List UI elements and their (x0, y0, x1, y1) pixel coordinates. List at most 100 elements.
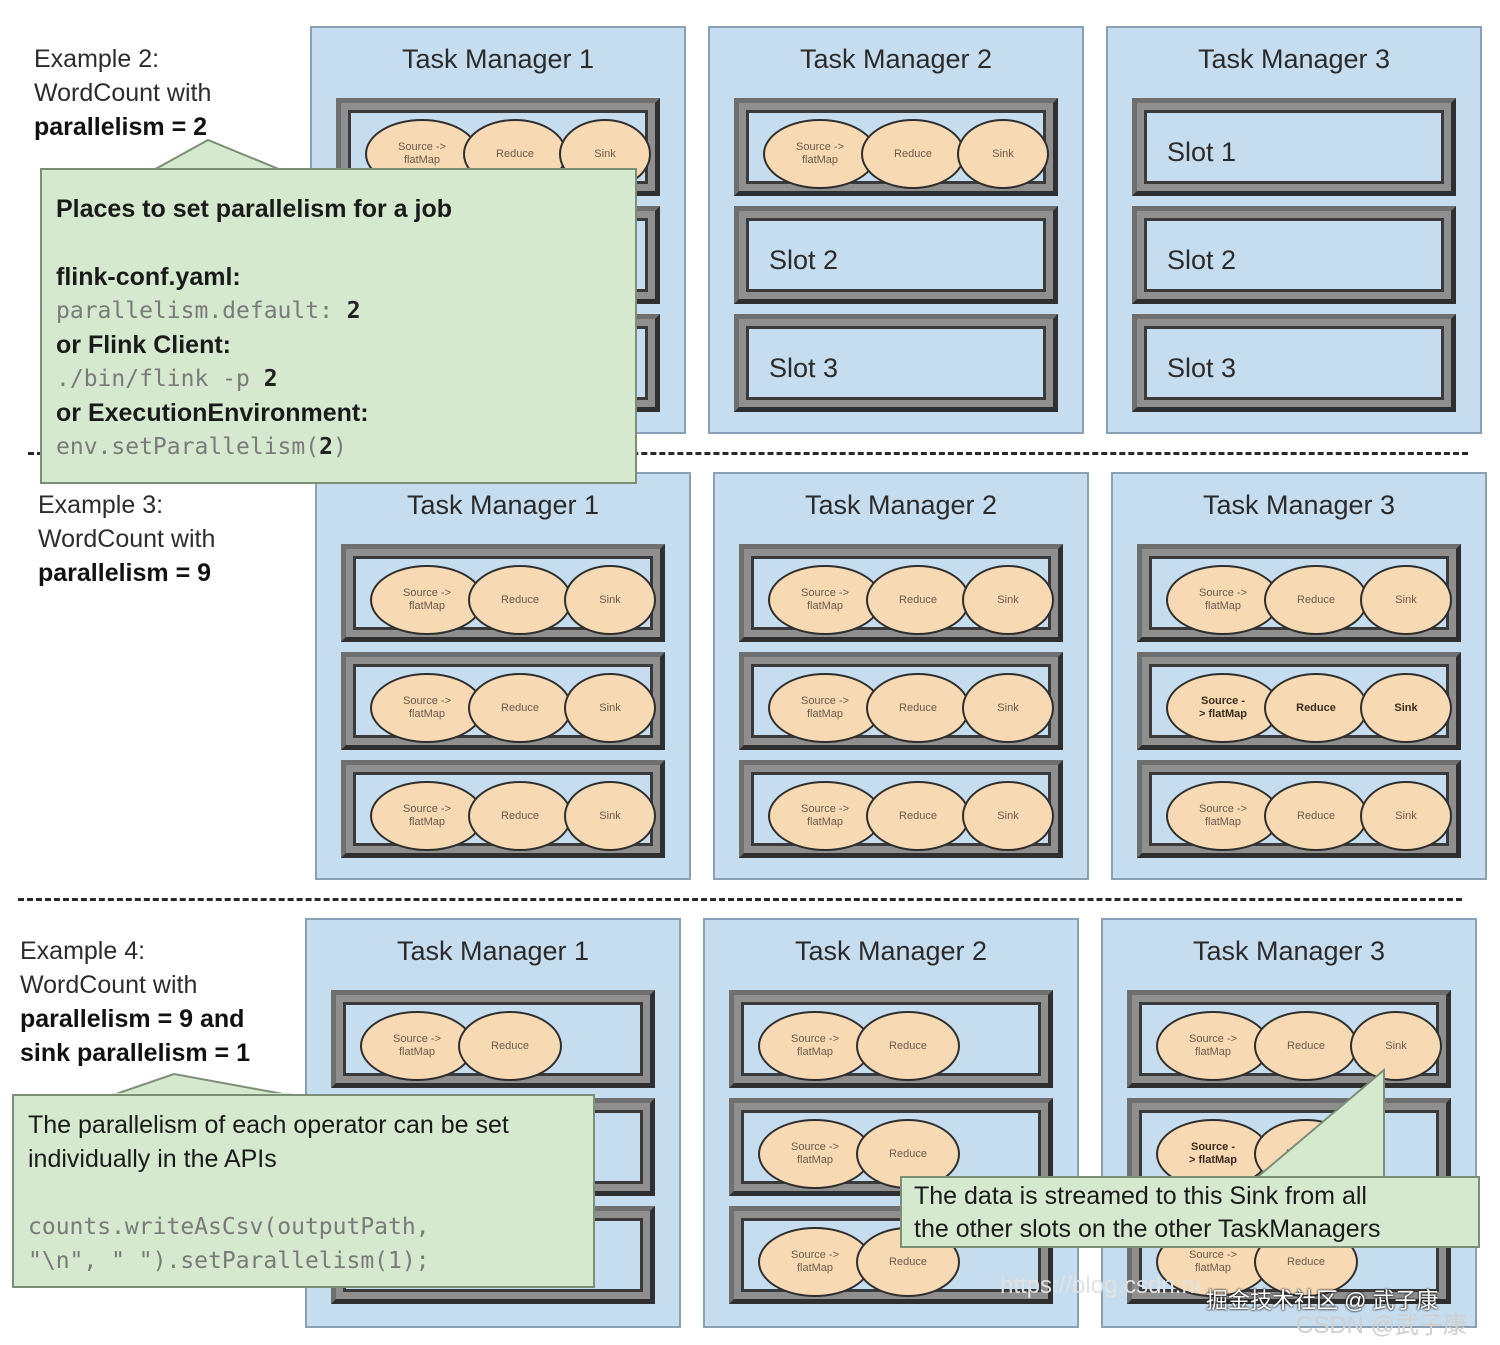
reduce-task: Reduce (861, 119, 965, 189)
source-flatmap-task: Source - > flatMap (1166, 673, 1280, 743)
task-manager-title: Task Manager 1 (396, 936, 590, 966)
sink-task: Sink (957, 119, 1049, 189)
slot-area: Slot 1 (1144, 110, 1444, 184)
slot-area: Slot 3 (746, 326, 1046, 400)
source-flatmap-task: Source -> flatMap (1166, 781, 1280, 851)
sink-task: Sink (564, 781, 656, 851)
reduce-task: Reduce (468, 781, 572, 851)
example-4-label: Example 4: WordCount with parallelism = … (20, 937, 250, 1067)
reduce-task: Reduce (458, 1011, 562, 1081)
slot-label: Slot 1 (1167, 137, 1237, 167)
source-flatmap-task: Source -> flatMap (1156, 1011, 1270, 1081)
task-manager-title: Task Manager 2 (794, 936, 988, 966)
task-manager-title: Task Manager 2 (804, 490, 998, 520)
sink-task: Sink (1350, 1011, 1442, 1081)
task-manager-3: Task Manager 3 Slot 1 Slot 2 Slot 3 (1106, 26, 1482, 434)
reduce-task: Reduce (1264, 565, 1368, 635)
sink-task: Sink (962, 565, 1054, 635)
sink-task: Sink (1360, 565, 1452, 635)
source-flatmap-task: Source -> flatMap (768, 673, 882, 743)
slot-area: Slot 2 (746, 218, 1046, 292)
reduce-task: Reduce (866, 673, 970, 743)
task-slot: Slot 1 (1132, 98, 1456, 196)
sink-task: Sink (564, 673, 656, 743)
source-flatmap-task: Source -> flatMap (768, 565, 882, 635)
source-flatmap-task: Source -> flatMap (370, 673, 484, 743)
task-manager-title: Task Manager 1 (406, 490, 600, 520)
reduce-task: Reduce (1264, 673, 1368, 743)
source-flatmap-task: Source -> flatMap (370, 565, 484, 635)
source-flatmap-task: Source -> flatMap (768, 781, 882, 851)
callout-3-pointer (1251, 1067, 1385, 1181)
slot-area: Slot 3 (1144, 326, 1444, 400)
sink-task: Sink (962, 673, 1054, 743)
slot-label: Slot 3 (769, 353, 839, 383)
config-file-label: flink-conf.yaml: (56, 263, 241, 291)
task-slot: Slot 3 (734, 314, 1058, 412)
reduce-task: Reduce (468, 565, 572, 635)
client-code: ./bin/flink -p 2 (56, 366, 278, 392)
reduce-task: Reduce (866, 565, 970, 635)
source-flatmap-task: Source -> flatMap (370, 781, 484, 851)
task-slot: Slot 2 (1132, 206, 1456, 304)
source-flatmap-task: Source -> flatMap (763, 119, 877, 189)
callout-parallelism-places: Places to set parallelism for a job flin… (40, 168, 637, 484)
task-slot: Slot 2 (734, 206, 1058, 304)
source-flatmap-task: Source -> flatMap (1166, 565, 1280, 635)
env-code: env.setParallelism(2) (56, 434, 347, 460)
env-label: or ExecutionEnvironment: (56, 399, 369, 427)
example-2-label: Example 2: WordCount with parallelism = … (34, 45, 212, 141)
sink-task: Sink (1360, 673, 1452, 743)
sink-task: Sink (962, 781, 1054, 851)
reduce-task: Reduce (1254, 1011, 1358, 1081)
source-flatmap-task: Source -> flatMap (758, 1011, 872, 1081)
task-manager-title: Task Manager 3 (1202, 490, 1396, 520)
source-flatmap-task: Source -> flatMap (758, 1227, 872, 1297)
slot-label: Slot 2 (769, 245, 839, 275)
example-3-label: Example 3: WordCount with parallelism = … (38, 491, 216, 587)
source-flatmap-task: Source -> flatMap (758, 1119, 872, 1189)
separator-1 (28, 452, 1468, 455)
csdn-watermark: CSDN @武子康 (1296, 1312, 1468, 1339)
slot-area: Slot 2 (1144, 218, 1444, 292)
callout-1-heading: Places to set parallelism for a job (56, 195, 452, 223)
callout-sink-stream: The data is streamed to this Sink from a… (900, 1176, 1480, 1248)
callout-operator-parallelism: The parallelism of each operator can be … (12, 1094, 595, 1288)
slot-label: Slot 2 (1167, 245, 1237, 275)
task-manager-title: Task Manager 1 (401, 44, 595, 74)
task-slot: Slot 3 (1132, 314, 1456, 412)
sink-task: Sink (1360, 781, 1452, 851)
task-manager-title: Task Manager 3 (1197, 44, 1391, 74)
task-manager-title: Task Manager 3 (1192, 936, 1386, 966)
reduce-task: Reduce (468, 673, 572, 743)
config-file-code: parallelism.default: 2 (56, 298, 361, 324)
separator-2 (18, 898, 1462, 901)
reduce-task: Reduce (856, 1011, 960, 1081)
client-label: or Flink Client: (56, 331, 231, 359)
